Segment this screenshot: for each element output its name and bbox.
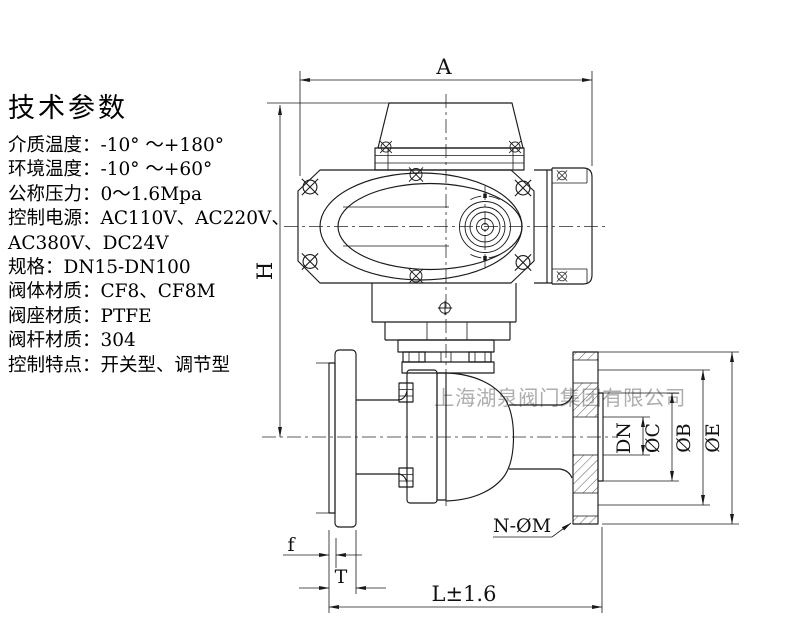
nameplate-lines [343,206,449,247]
dim-label-l: L±1.6 [432,582,497,606]
screw-icon [514,179,532,197]
bottom-dimensions: f T L±1.6 [283,527,603,613]
screw-icon [556,169,568,182]
section-hatching [573,352,598,360]
electric-actuator [297,102,593,285]
left-raised-face [328,362,336,514]
dim-label-t: T [335,566,348,588]
spec-line-seat-material: 阀座材质：PTFE [8,305,152,327]
spec-line-control-type: 控制特点：开关型、调节型 [8,354,231,376]
screw-icon [437,300,453,316]
mounting-bracket [371,283,517,374]
left-flange [334,349,357,528]
right-flange-section [572,351,604,525]
dimension-h: H [253,102,392,438]
dim-label-f: f [287,534,296,556]
spec-line-power-1: 控制电源：AC110V、AC220V、 [8,208,290,230]
spec-line-size-range: 规格：DN15-DN100 [8,257,191,279]
section-hatching [573,455,598,493]
dim-label-ob: ØB [673,423,695,453]
section-hatching [573,383,598,417]
right-raised-face [597,392,604,482]
spec-line-power-2: AC380V、DC24V [8,232,169,254]
dim-label-oe: ØE [702,423,724,452]
screw-icon [508,140,522,154]
dim-label-a: A [435,55,452,79]
bolt-hole-callout: N-ØM [493,515,572,538]
actuator-inner-oval [337,182,523,271]
screw-icon [301,252,319,271]
technical-parameters-panel: 技术参数 介质温度：-10° ～+180° 环境温度：-10° ～+60° 公称… [8,86,300,378]
dimension-a: A [299,55,593,176]
actuator-cover-band [374,147,525,171]
screw-icon [514,253,532,272]
actuator-face-plate [297,169,535,284]
dim-label-h: H [253,262,277,280]
dim-label-oc: ØC [642,423,664,453]
ball-valve-body [316,349,604,528]
section-hatching [573,516,598,524]
terminal-box [552,167,593,285]
valve-top-pad [401,361,495,374]
dim-label-nom: N-ØM [493,515,551,537]
body-joint-flange [406,369,438,504]
screw-icon [379,140,393,154]
actuator-top-cover [377,102,524,149]
valve-sphere [445,372,515,502]
screw-icon [408,268,424,284]
position-indicator-dial [459,193,511,261]
screw-icon [301,178,319,196]
spec-line-body-material: 阀体材质：CF8、CF8M [8,281,216,303]
specs-title: 技术参数 [8,93,128,124]
dim-label-dn: DN [613,422,635,454]
diameter-dimensions: DN ØC ØB ØE [598,351,739,525]
spec-line-pressure: 公称压力：0～1.6Mpa [8,183,203,205]
screw-icon [556,270,568,283]
spec-line-ambient-temp: 环境温度：-10° ～+60° [8,159,213,181]
spec-line-medium-temp: 介质温度：-10° ～+180° [8,135,224,156]
spec-line-stem-material: 阀杆材质：304 [8,330,136,352]
